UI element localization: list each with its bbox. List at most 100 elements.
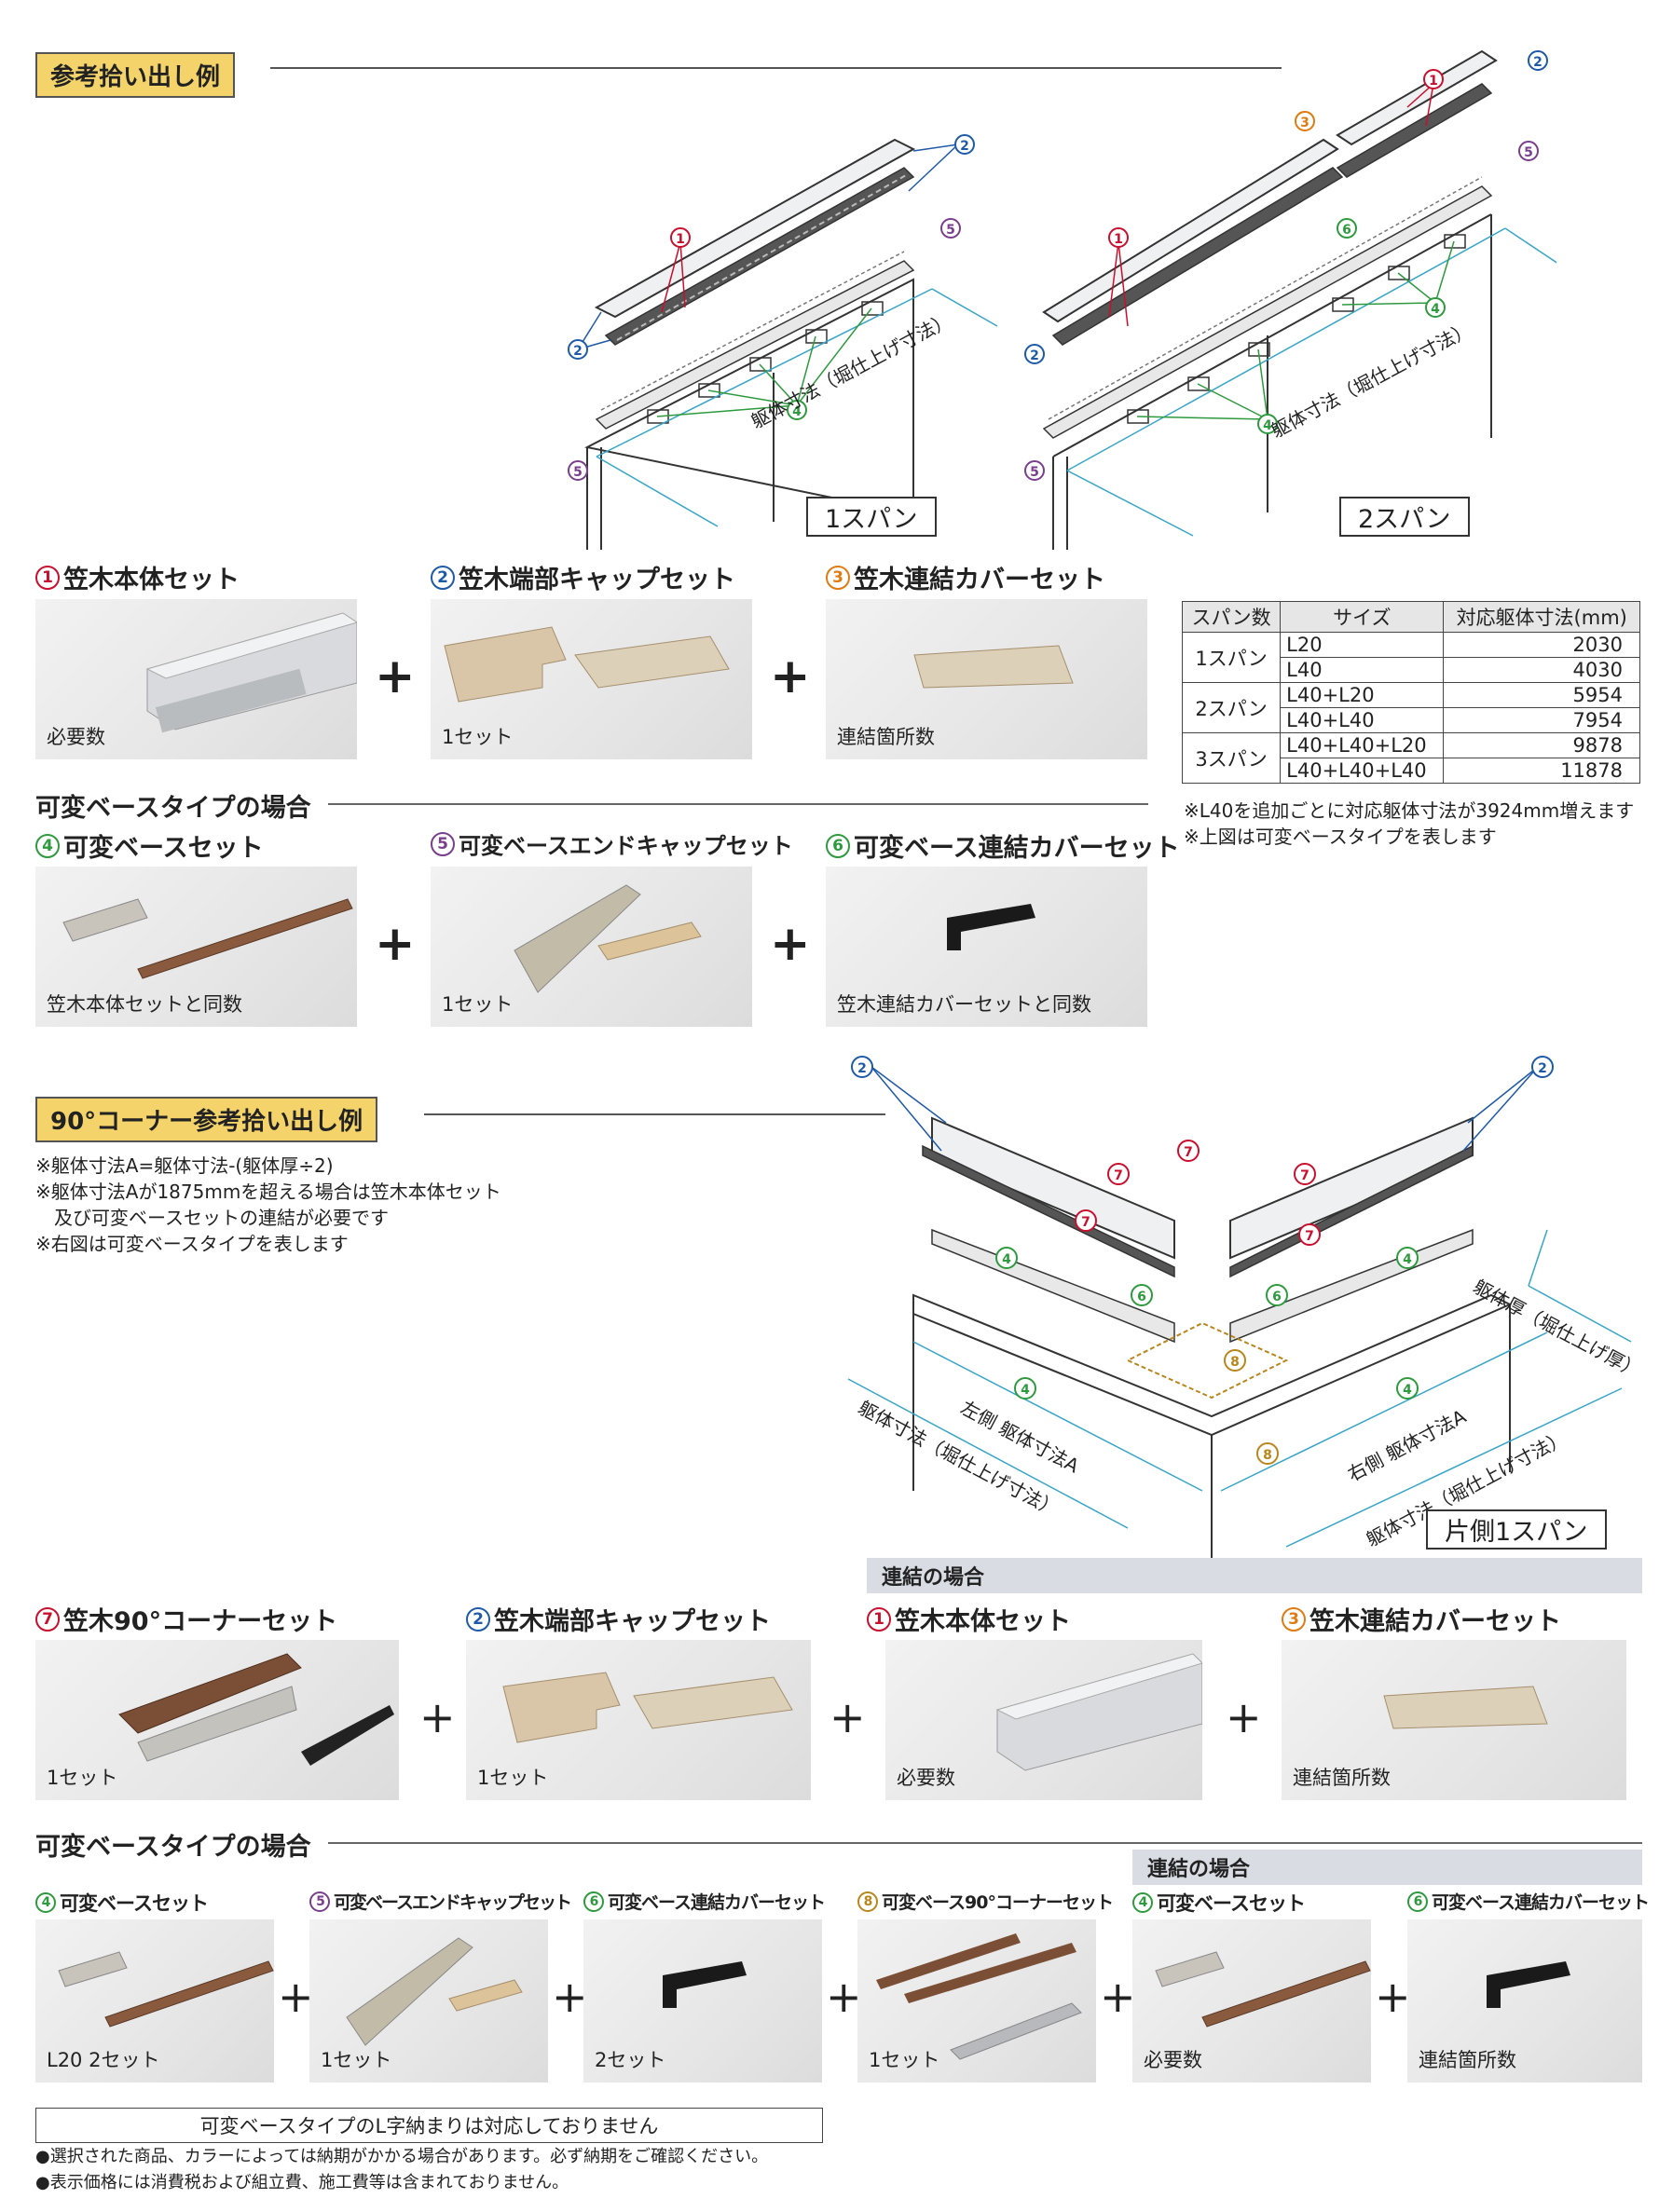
- number-6-badge: 6: [826, 833, 850, 858]
- svg-text:4: 4: [1021, 1383, 1030, 1398]
- caption-6d: 連結箇所数: [1419, 2049, 1516, 2071]
- plus-sign: +: [375, 916, 416, 972]
- number-6-badge: 6: [1407, 1891, 1428, 1912]
- plus-sign: +: [1226, 1692, 1262, 1742]
- caption-1b: 必要数: [897, 1767, 955, 1789]
- svg-text:6: 6: [1342, 223, 1351, 238]
- svg-text:7: 7: [1300, 1168, 1309, 1183]
- item-label-3b: 笠木連結カバーセット: [1309, 1607, 1561, 1636]
- item-label-1: 笠木本体セット: [63, 566, 240, 594]
- caption-3: 連結箇所数: [837, 726, 935, 748]
- svg-text:6: 6: [1137, 1290, 1146, 1304]
- diagram-1span: 1 2 2 4 5 5: [568, 134, 998, 550]
- item-label-4: 可変ベースセット: [63, 834, 264, 863]
- item-title-4: 4 可変ベースセット: [35, 827, 264, 864]
- number-6-badge: 6: [583, 1891, 604, 1912]
- link-case-bar: 連結の場合: [867, 1558, 1642, 1593]
- svg-text:4: 4: [1403, 1252, 1412, 1267]
- svg-text:4: 4: [1002, 1252, 1011, 1267]
- photo-end-cap-c: 1セット: [309, 1919, 548, 2082]
- svg-text:7: 7: [1114, 1168, 1123, 1183]
- number-5-badge: 5: [431, 831, 455, 856]
- svg-text:5: 5: [1030, 465, 1039, 480]
- header-size: サイズ: [1280, 601, 1445, 633]
- caption-4: 笠木本体セットと同数: [47, 993, 242, 1016]
- svg-text:1: 1: [1429, 74, 1438, 89]
- svg-text:2: 2: [1538, 1061, 1547, 1076]
- item-title-3b: 3 笠木連結カバーセット: [1282, 1601, 1561, 1637]
- svg-text:7: 7: [1184, 1145, 1193, 1160]
- caption-1: 必要数: [47, 726, 105, 748]
- item-label-7: 笠木90°コーナーセット: [63, 1607, 338, 1636]
- photo-corner-base-c: 1セット: [857, 1919, 1096, 2082]
- header-span: スパン数: [1181, 601, 1282, 633]
- photo-end-cap-variable: 1セット: [431, 867, 752, 1027]
- svg-text:8: 8: [1230, 1355, 1240, 1370]
- photo-end-cap: 1セット: [431, 599, 752, 759]
- photo-link-cover-d: 連結箇所数: [1407, 1919, 1642, 2082]
- caption-7: 1セット: [47, 1767, 118, 1789]
- caption-5c: 1セット: [321, 2049, 392, 2071]
- corner-note-1: ※躯体寸法A=躯体寸法-(躯体厚÷2): [35, 1154, 334, 1177]
- number-1-badge: 1: [35, 565, 60, 590]
- item-title-7: 7 笠木90°コーナーセット: [35, 1601, 337, 1637]
- label-1span: 1スパン: [806, 497, 937, 537]
- caption-4d: 必要数: [1144, 2049, 1202, 2071]
- caption-6: 笠木連結カバーセットと同数: [837, 993, 1091, 1016]
- plus-sign: +: [770, 649, 811, 704]
- footnote-1: ●選択された商品、カラーによっては納期がかかる場合があります。必ず納期をご確認く…: [35, 2147, 769, 2166]
- svg-text:6: 6: [1272, 1290, 1282, 1304]
- photo-variable-base-d: 必要数: [1132, 1919, 1371, 2082]
- item-label-2: 笠木端部キャップセット: [459, 566, 735, 594]
- number-3-badge: 3: [1282, 1606, 1306, 1632]
- plus-sign: +: [770, 916, 811, 972]
- diagram-corner: 2 2 7 7 7 7 7 4 4 4 4 6 6 8 8: [847, 1056, 1632, 1565]
- corner-note-3: 及び可変ベースセットの連結が必要です: [35, 1207, 389, 1229]
- item-title-6: 6 可変ベース連結カバーセット: [826, 827, 1180, 864]
- item-title-1b: 1 笠木本体セット: [867, 1601, 1071, 1637]
- number-7-badge: 7: [35, 1606, 60, 1632]
- photo-variable-base: 笠木本体セットと同数: [35, 867, 357, 1027]
- table-note-2: ※上図は可変ベースタイプを表します: [1184, 826, 1497, 848]
- item-label-3: 笠木連結カバーセット: [854, 566, 1105, 594]
- header-dimension: 対応躯体寸法(mm): [1443, 601, 1640, 633]
- label-2span: 2スパン: [1339, 497, 1470, 537]
- photo-end-cap-b: 1セット: [466, 1640, 811, 1800]
- l-shape-note-box: 可変ベースタイプのL字納まりは対応しておりません: [35, 2108, 823, 2143]
- item-title-3: 3 笠木連結カバーセット: [826, 559, 1105, 595]
- number-4-badge: 4: [35, 1892, 56, 1913]
- number-4-badge: 4: [1132, 1892, 1153, 1913]
- svg-text:1: 1: [676, 232, 685, 247]
- item-label-6: 可変ベース連結カバーセット: [854, 834, 1180, 863]
- section-title-corner: 90°コーナー参考拾い出し例: [35, 1097, 378, 1142]
- caption-5: 1セット: [442, 993, 514, 1016]
- photo-kasagi-body-b: 必要数: [885, 1640, 1202, 1800]
- diagram-2span: 1 1 2 2 3 4 4 5 5 6: [1024, 49, 1556, 550]
- svg-text:2: 2: [1030, 348, 1039, 363]
- number-8-badge: 8: [857, 1891, 878, 1912]
- photo-link-cover-variable: 笠木連結カバーセットと同数: [826, 867, 1147, 1027]
- plus-sign: +: [419, 1692, 456, 1742]
- item-title-1: 1 笠木本体セット: [35, 559, 240, 595]
- svg-text:7: 7: [1081, 1215, 1090, 1230]
- photo-corner-set: 1セット: [35, 1640, 399, 1800]
- photo-variable-base-c: L20 2セット: [35, 1919, 274, 2082]
- svg-text:4: 4: [792, 404, 802, 419]
- plus-sign: +: [278, 1972, 314, 2022]
- svg-text:5: 5: [1524, 145, 1533, 160]
- svg-text:1: 1: [1114, 232, 1123, 247]
- svg-text:2: 2: [857, 1061, 867, 1076]
- corner-note-2: ※躯体寸法Aが1875mmを超える場合は笠木本体セット: [35, 1181, 501, 1203]
- item-label-1b: 笠木本体セット: [895, 1607, 1071, 1636]
- svg-text:5: 5: [946, 223, 955, 238]
- item-label-5: 可変ベースエンドキャップセット: [459, 833, 793, 859]
- item-title-2b: 2 笠木端部キャップセット: [466, 1601, 771, 1637]
